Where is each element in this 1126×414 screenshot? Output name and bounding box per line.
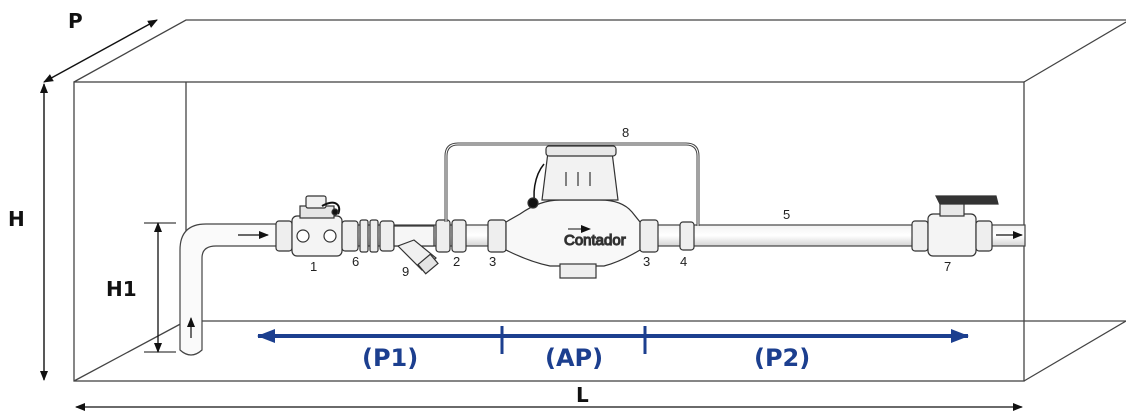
fitting-6	[359, 219, 379, 253]
box-bottom-left-edge	[73, 320, 187, 382]
component-1-label: 1	[310, 259, 317, 274]
dimension-l-label: L	[576, 383, 589, 407]
component-8-label: 8	[622, 125, 629, 140]
box-top-right-edge	[1023, 21, 1126, 83]
section-p2-label: (P2)	[754, 344, 810, 372]
coupling-2	[435, 219, 467, 253]
fitting-4	[679, 221, 695, 251]
box-bottom-right-edge	[1023, 320, 1126, 382]
dimension-l: L	[75, 383, 1023, 411]
component-numbers: 1 2 3 3 4 5 6 7 8 9	[310, 125, 951, 279]
section-arrow: (P1) (AP) (P2)	[257, 326, 969, 372]
filter-9	[379, 220, 439, 275]
component-2-label: 2	[453, 254, 460, 269]
component-7-label: 7	[944, 259, 951, 274]
dimension-p: P	[43, 9, 158, 83]
connector-3-left	[487, 219, 507, 253]
component-5-label: 5	[783, 207, 790, 222]
section-ap-label: (AP)	[545, 344, 603, 372]
section-p1-label: (P1)	[362, 344, 418, 372]
dimension-h1: H1	[106, 222, 176, 353]
inlet-valve	[275, 195, 359, 257]
connector-3-right	[639, 219, 659, 253]
dimension-h: H	[8, 83, 48, 381]
dimension-h1-label: H1	[106, 277, 137, 301]
component-3b-label: 3	[643, 254, 650, 269]
component-4-label: 4	[680, 254, 687, 269]
meter-label: Contador	[564, 232, 626, 249]
water-meter: Contador	[505, 145, 641, 279]
dimension-p-label: P	[68, 9, 83, 33]
component-6-label: 6	[352, 254, 359, 269]
component-3a-label: 3	[489, 254, 496, 269]
component-9-label: 9	[402, 264, 409, 279]
inlet-riser-pipe	[179, 223, 286, 356]
outlet-valve-7	[911, 195, 999, 257]
dimension-h-label: H	[8, 207, 25, 231]
box-top-edge	[73, 19, 1126, 83]
